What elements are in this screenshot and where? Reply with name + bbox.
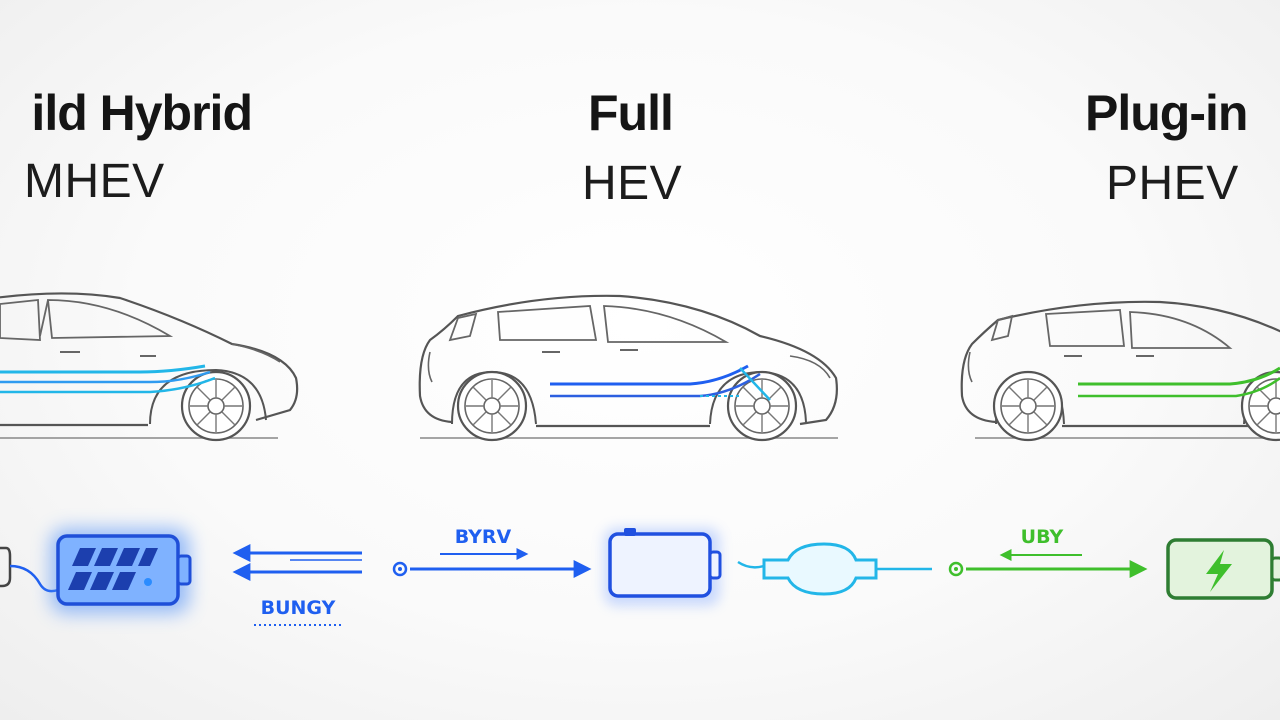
subtitle-mhev: MHEV [24, 155, 165, 208]
left-plug-connector [0, 546, 59, 593]
converter-icon [737, 542, 932, 596]
title-mild-hybrid: ild Hybrid [31, 85, 253, 141]
title-full-hybrid: Full [588, 85, 674, 141]
battery-icon [604, 528, 722, 606]
gear-node-left [392, 561, 408, 577]
car-hev [418, 294, 838, 442]
arrow-icon [232, 544, 362, 581]
battery-icon [50, 528, 192, 614]
gear-node-right [948, 561, 964, 577]
title-plug-in-hybrid: Plug-in [1085, 85, 1248, 141]
flow-label-right-top: UBY [1021, 526, 1064, 548]
flow-label-left-bottom: BUNGY [261, 597, 336, 619]
car-mhev [0, 292, 299, 442]
charge-battery-icon [1166, 538, 1280, 600]
flow-label-middle-top: BYRV [455, 526, 512, 548]
subtitle-hev: HEV [582, 157, 683, 210]
subtitle-phev: PHEV [1106, 157, 1239, 210]
car-phev [960, 300, 1280, 442]
